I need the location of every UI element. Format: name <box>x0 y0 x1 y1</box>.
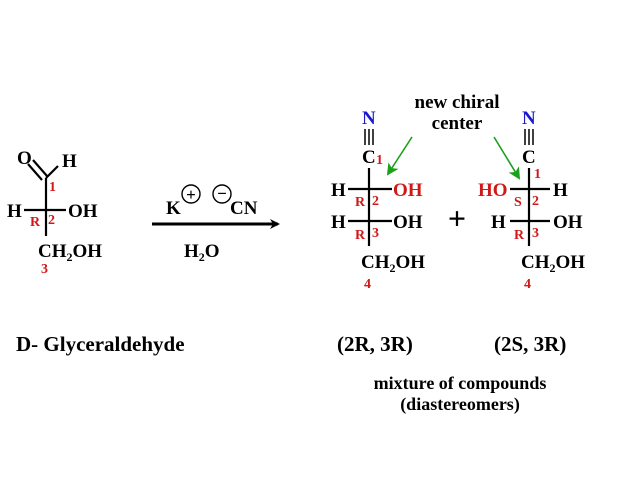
product-b-number-3: 3 <box>532 226 539 241</box>
product-b-ch2oh: CH2OH <box>521 252 585 275</box>
carbon-number-1: 1 <box>49 180 56 195</box>
negative-charge-sign: − <box>217 184 227 203</box>
product-b-c2-left: HO <box>478 180 508 201</box>
caption-line-1: mixture of compounds <box>374 373 547 393</box>
product-a-c3-right: OH <box>393 212 423 233</box>
plus-between-products: + <box>448 200 466 236</box>
product-b-number-1: 1 <box>534 167 541 182</box>
aldehyde-double-bond-a <box>27 163 43 181</box>
product-b-c2-right: H <box>553 180 568 201</box>
reagents: K + − CN H2O <box>152 184 280 264</box>
product-b-nitrile-n: N <box>522 108 536 129</box>
product-a-number-1: 1 <box>376 153 383 168</box>
product-a-label: (2R, 3R) <box>337 332 413 356</box>
green-arrow-to-product-a <box>386 136 413 176</box>
caption-line-2: (diastereomers) <box>400 394 520 415</box>
product-b-c3-config: R <box>514 228 525 243</box>
carbon-number-3: 3 <box>41 262 48 277</box>
product-a-number-4: 4 <box>364 277 371 292</box>
chiral-center-annotation: new chiral center <box>386 92 521 180</box>
product-a-c3-left: H <box>331 212 346 233</box>
ch2oh-group: CH2OH <box>38 241 102 264</box>
water-solvent: H2O <box>184 241 220 264</box>
product-b-c2-config: S <box>514 195 522 210</box>
product-a-c2-config: R <box>355 195 366 210</box>
product-b-label: (2S, 3R) <box>494 332 566 356</box>
reactant-name: D- Glyceraldehyde <box>16 332 185 356</box>
potassium-cation: K <box>166 198 181 219</box>
product-b-c3-right: OH <box>553 212 583 233</box>
product-b-c3-left: H <box>491 212 506 233</box>
product-a-c2-left: H <box>331 180 346 201</box>
product-b-number-2: 2 <box>532 194 539 209</box>
green-arrow-to-product-b <box>493 136 521 180</box>
product-a-c3-config: R <box>355 228 366 243</box>
product-b-structure: N C 1 HO H S 2 H OH R 3 CH2OH 4 <box>478 108 585 292</box>
product-a-nitrile-n: N <box>362 108 376 129</box>
aldehyde-hydrogen: H <box>62 151 77 172</box>
aldehyde-oxygen: O <box>17 148 32 169</box>
annotation-line-2: center <box>432 113 483 134</box>
annotation-line-1: new chiral <box>415 92 500 113</box>
product-a-number-3: 3 <box>372 226 379 241</box>
c2-hydroxyl: OH <box>68 201 98 222</box>
c2-left-hydrogen: H <box>7 201 22 222</box>
product-a-number-2: 2 <box>372 194 379 209</box>
aldehyde-double-bond-b <box>32 159 48 177</box>
reactant-structure: O H 1 H OH R 2 CH2OH 3 <box>7 148 102 277</box>
product-a-c2-right: OH <box>393 180 423 201</box>
negative-charge-circle <box>212 184 232 204</box>
product-b-number-4: 4 <box>524 277 531 292</box>
product-a-ch2oh: CH2OH <box>361 252 425 275</box>
product-a-structure: N C 1 H OH R 2 H OH R 3 CH2OH 4 <box>331 108 425 292</box>
positive-charge-sign: + <box>186 185 196 204</box>
aldehyde-h-bond <box>45 165 59 179</box>
product-b-carbon-1: C <box>522 147 536 168</box>
cyanide-anion: CN <box>230 198 258 219</box>
carbon-number-2: 2 <box>48 213 55 228</box>
c2-config-label: R <box>30 215 41 230</box>
product-a-carbon-1: C <box>362 147 376 168</box>
positive-charge-circle <box>181 184 201 204</box>
